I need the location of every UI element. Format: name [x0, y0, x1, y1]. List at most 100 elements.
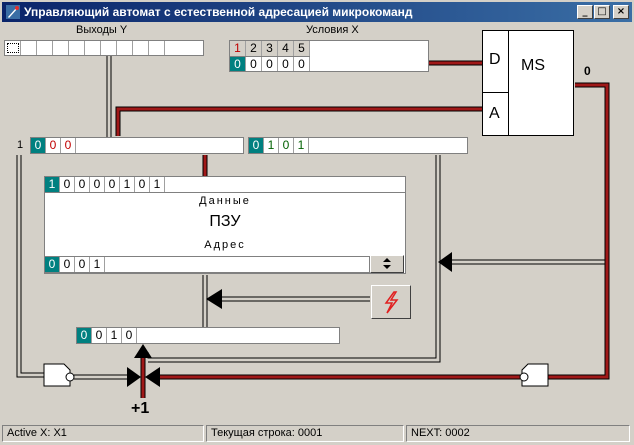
ms-d-input: D [489, 51, 501, 68]
wire-left-down [16, 155, 44, 378]
window-title: Управляющий автомат с естественной адрес… [24, 5, 413, 19]
counter-register-field[interactable]: 0 0 1 0 [76, 327, 340, 344]
address-spinner[interactable] [370, 255, 404, 273]
bit-cell[interactable]: 0 [279, 138, 294, 153]
output-cell[interactable] [133, 41, 149, 55]
status-current-row: Текущая строка: 0001 [206, 425, 404, 442]
output-cell[interactable] [101, 41, 117, 55]
outputs-y-label: Выходы Y [76, 24, 128, 36]
close-button[interactable]: × [613, 5, 629, 19]
bit-cell[interactable]: 1 [120, 177, 135, 192]
condition-value-cell[interactable]: 0 [294, 57, 310, 71]
arrow-right-icon [127, 367, 141, 387]
condition-value-cell[interactable]: 0 [230, 57, 246, 71]
bit-cell[interactable]: 0 [61, 138, 76, 153]
minimize-button[interactable]: _ [577, 5, 593, 19]
condition-header-cell[interactable]: 2 [246, 41, 262, 56]
status-bar: Active X: X1 Текущая строка: 0001 NEXT: … [2, 424, 632, 443]
status-next: NEXT: 0002 [406, 425, 630, 442]
bit-cell[interactable]: 0 [135, 177, 150, 192]
ms-output-value: 0 [584, 64, 591, 78]
maximize-button[interactable]: □ [594, 5, 610, 19]
microinstruction-left-field[interactable]: 0 0 0 [30, 137, 244, 154]
rom-data-label: Данные [199, 195, 251, 207]
spin-up-icon[interactable] [383, 258, 391, 262]
output-cell[interactable] [21, 41, 37, 55]
output-cell[interactable] [53, 41, 69, 55]
conditions-header [230, 41, 310, 57]
condition-value-cell[interactable]: 0 [262, 57, 278, 71]
title-bar: Управляющий автомат с естественной адрес… [2, 2, 632, 22]
bit-cell[interactable]: 1 [294, 138, 309, 153]
bit-cell[interactable]: 1 [107, 328, 122, 343]
rom-data-field[interactable]: 1 0 0 0 0 1 0 1 [45, 177, 405, 193]
ms-a-input: A [489, 105, 500, 122]
bit-cell[interactable]: 0 [46, 138, 61, 153]
bit-cell[interactable]: 0 [77, 328, 92, 343]
wire-y-output [106, 56, 112, 138]
output-cell[interactable] [117, 41, 133, 55]
condition-value-cell[interactable]: 0 [246, 57, 262, 71]
bit-cell[interactable]: 1 [150, 177, 165, 192]
arrow-left-icon [206, 289, 222, 309]
maximize-icon: □ [597, 6, 607, 17]
bit-cell[interactable]: 0 [249, 138, 264, 153]
output-cell[interactable] [85, 41, 101, 55]
bit-cell[interactable]: 0 [60, 257, 75, 272]
wire-rom-to-counter [202, 275, 208, 328]
row-index-label: 1 [17, 139, 24, 151]
wire-step-feedback [222, 296, 370, 302]
mux-left-invert [65, 372, 75, 382]
rom-title: ПЗУ [209, 213, 241, 230]
rom-address-label: Адрес [204, 239, 246, 251]
app-icon [6, 5, 20, 19]
wire-ms-feedback [452, 259, 608, 265]
output-cell[interactable] [69, 41, 85, 55]
bit-cell[interactable]: 0 [31, 138, 46, 153]
bit-cell[interactable]: 0 [45, 257, 60, 272]
spin-down-icon[interactable] [383, 265, 391, 269]
bit-cell[interactable]: 0 [90, 177, 105, 192]
condition-header-cell[interactable]: 5 [294, 41, 310, 56]
bit-cell[interactable]: 1 [90, 257, 105, 272]
condition-header-cell[interactable]: 3 [262, 41, 278, 56]
conditions-x-label: Условия X [306, 24, 359, 36]
bit-cell[interactable]: 0 [60, 177, 75, 192]
mux-right-invert [519, 372, 529, 382]
lightning-icon [384, 291, 399, 314]
bit-cell[interactable]: 1 [264, 138, 279, 153]
output-cell[interactable] [5, 41, 21, 55]
multiplexer-ms: D A MS [482, 30, 574, 136]
bit-cell[interactable]: 1 [45, 177, 60, 192]
wire-mux-left [74, 374, 127, 380]
ms-title: MS [521, 57, 545, 74]
ms-divider [508, 31, 509, 135]
bit-cell[interactable]: 0 [75, 177, 90, 192]
close-icon: × [616, 6, 626, 17]
minimize-icon: _ [582, 6, 588, 17]
bit-cell[interactable]: 0 [105, 177, 120, 192]
outputs-y-field[interactable] [4, 40, 204, 56]
rom-address-field[interactable]: 0 0 0 1 [44, 256, 370, 273]
microinstruction-right-field[interactable]: 0 1 0 1 [248, 137, 468, 154]
condition-header-cell[interactable]: 4 [278, 41, 294, 56]
bit-cell[interactable]: 0 [92, 328, 107, 343]
ms-divider [483, 92, 508, 93]
mux-right [521, 363, 549, 387]
increment-label: +1 [131, 400, 150, 417]
arrow-left-icon [145, 367, 160, 387]
status-active: Active X: X1 [2, 425, 204, 442]
step-button[interactable] [371, 285, 411, 319]
conditions-x-table[interactable]: 1 2 3 4 5 0 0 0 0 0 [229, 40, 429, 72]
wire-ms-output [548, 83, 609, 379]
output-cell[interactable] [37, 41, 53, 55]
wire-addr-to-ms [116, 107, 484, 136]
condition-value-cell[interactable]: 0 [278, 57, 294, 71]
arrow-up-icon [134, 344, 152, 358]
condition-header-cell[interactable]: 1 [230, 41, 246, 56]
output-cell[interactable] [149, 41, 165, 55]
bit-cell[interactable]: 0 [122, 328, 137, 343]
bit-cell[interactable]: 0 [75, 257, 90, 272]
